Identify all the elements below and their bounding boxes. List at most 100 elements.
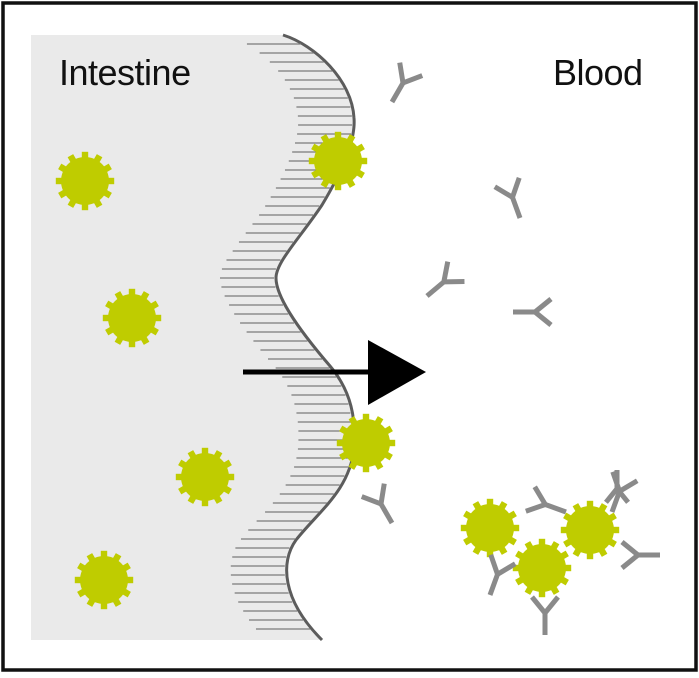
brush-border-cilia	[220, 43, 353, 630]
antibody-arm	[397, 62, 406, 84]
antibody-arm	[543, 595, 560, 615]
particle-spike	[126, 576, 134, 584]
intestinal-wall-line	[274, 33, 356, 642]
antibody-free	[425, 261, 465, 298]
particle-spike	[201, 447, 209, 455]
particle-spike	[360, 157, 368, 165]
particle-body	[314, 137, 362, 185]
particle-body	[342, 419, 390, 467]
antibody-arm	[618, 478, 639, 494]
right-arrow-icon	[243, 340, 426, 405]
antibody-arm	[604, 487, 619, 504]
particle-intestine	[74, 550, 134, 610]
particle-spike	[102, 314, 110, 322]
particle-spike	[107, 177, 115, 185]
antibody-stem	[544, 502, 567, 515]
particle-body	[108, 294, 156, 342]
particle-spike	[586, 552, 594, 560]
antibody-stem	[389, 81, 406, 104]
particle-spike	[334, 183, 342, 191]
antibody-bound	[530, 595, 560, 635]
particle-spike	[388, 439, 396, 447]
antibody-arm	[496, 561, 517, 577]
particle-spike	[538, 590, 546, 598]
intestine-region	[31, 35, 355, 640]
antibody-arm	[533, 297, 553, 314]
particle-crossing-wall	[336, 413, 396, 473]
particle-spike	[460, 524, 468, 532]
antibody-free	[493, 177, 523, 219]
particle-spike	[100, 550, 108, 558]
particle-spike	[612, 526, 620, 534]
particle-body	[466, 504, 514, 552]
particle-spike	[334, 131, 342, 139]
antibody-arm	[402, 73, 424, 86]
particle-intestine	[55, 151, 115, 211]
particle-spike	[560, 526, 568, 534]
particle-intestine	[102, 288, 162, 348]
antibody-arm	[493, 184, 514, 200]
antibody-arm	[443, 279, 465, 285]
particle-intestine	[175, 447, 235, 507]
antibody-arm	[615, 487, 630, 504]
antibody-bound	[620, 540, 660, 570]
antibody-arm	[533, 310, 553, 327]
arrow-head	[368, 340, 426, 405]
particle-spike	[81, 151, 89, 159]
particle-blood-complex	[560, 500, 620, 560]
antibody-free	[513, 297, 553, 327]
antibody-arm	[530, 595, 547, 615]
particle-crossing-wall	[308, 131, 368, 191]
intestine-label: Intestine	[59, 52, 191, 93]
particle-body	[61, 157, 109, 205]
particle-spike	[81, 203, 89, 211]
antibody-free	[360, 483, 395, 525]
antibody-arm	[441, 261, 451, 283]
particle-blood-complex	[460, 498, 520, 558]
particle-body	[181, 453, 229, 501]
particle-spike	[55, 177, 63, 185]
particle-blood-complex	[512, 538, 572, 598]
antibody-bound	[525, 485, 567, 515]
particle-spike	[201, 499, 209, 507]
particle-spike	[512, 564, 520, 572]
particle-spike	[538, 538, 546, 546]
particle-spike	[362, 465, 370, 473]
particle-body	[566, 506, 614, 554]
blood-label: Blood	[553, 52, 643, 93]
particle-spike	[175, 473, 183, 481]
antibody-bound	[604, 470, 630, 504]
antibody-arm	[360, 494, 382, 507]
antibody-arm	[488, 554, 500, 576]
antibody-arm	[378, 483, 387, 505]
antibody-stem	[510, 196, 523, 219]
antibody-arm	[510, 177, 522, 199]
particle-spike	[154, 314, 162, 322]
particle-spike	[336, 439, 344, 447]
particle-spike	[128, 288, 136, 296]
particle-spike	[308, 157, 316, 165]
antibody-stem	[378, 502, 395, 525]
particle-spike	[100, 602, 108, 610]
antibody-free	[389, 62, 424, 104]
antibody-bound	[487, 554, 517, 596]
antibody-arm	[532, 485, 548, 506]
particle-spike	[227, 473, 235, 481]
particle-body	[80, 556, 128, 604]
particle-spike	[564, 564, 572, 572]
particle-spike	[362, 413, 370, 421]
particle-spike	[486, 498, 494, 506]
particle-spike	[74, 576, 82, 584]
antibody-arm	[620, 540, 640, 557]
particle-spike	[586, 500, 594, 508]
antibody-stem	[425, 279, 446, 298]
antibody-arm	[525, 502, 547, 514]
antibody-stem	[487, 573, 500, 596]
particle-body	[518, 544, 566, 592]
antibody-stem	[609, 490, 622, 513]
particle-spike	[128, 340, 136, 348]
particle-spike	[512, 524, 520, 532]
